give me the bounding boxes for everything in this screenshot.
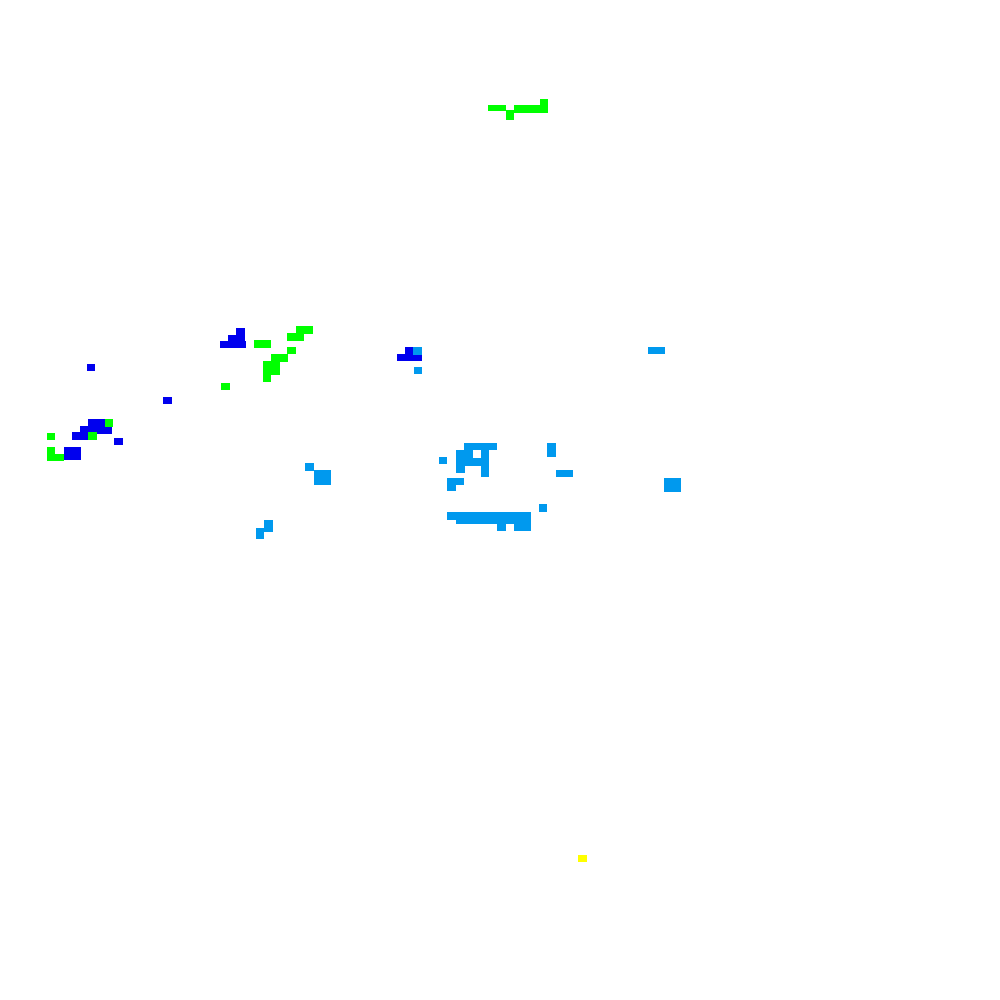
top-green-mark: [488, 99, 548, 120]
right-sky-mark-pixel: [664, 478, 681, 492]
center-sky-mark-pixel: [439, 457, 447, 464]
center-sky-mark: [305, 347, 573, 531]
left-green-mark-pixel: [47, 454, 64, 461]
upper-left-green-mark: [221, 326, 313, 390]
left-green-mark-pixel: [105, 419, 113, 427]
center-sky-mark-pixel: [414, 367, 422, 374]
left-green-mark: [47, 419, 113, 461]
lower-left-sky-mark-pixel: [256, 528, 264, 539]
bottom-yellow-mark: [578, 855, 587, 862]
center-sky-mark-pixel: [447, 512, 531, 520]
top-green-mark-pixel: [488, 105, 506, 111]
right-sky-mark-pixel: [648, 347, 665, 354]
center-sky-mark-pixel: [556, 470, 573, 477]
center-sky-mark-pixel: [456, 450, 473, 458]
upper-left-green-mark-pixel: [263, 375, 271, 382]
center-left-blue-mark-pixel: [114, 438, 123, 445]
left-blue-mark-pixel: [88, 419, 106, 428]
center-sky-mark-pixel: [481, 450, 489, 458]
center-sky-mark-pixel: [314, 470, 331, 485]
center-sky-mark-pixel: [447, 478, 464, 485]
upper-left-green-mark-pixel: [221, 383, 230, 390]
center-sky-mark-pixel: [464, 443, 497, 450]
left-blue-mark: [64, 419, 112, 460]
top-green-mark-pixel: [540, 99, 548, 107]
upper-left-green-mark-pixel: [287, 347, 296, 354]
left-blue-mark-pixel: [72, 432, 90, 440]
left-green-mark-pixel: [88, 432, 97, 440]
top-green-mark-pixel: [514, 105, 548, 113]
upper-left-green-mark-pixel: [254, 340, 271, 348]
left-green-mark-pixel: [47, 433, 55, 440]
upper-left-blue-mark-pixel: [220, 341, 246, 348]
center-sky-mark-pixel: [305, 463, 314, 471]
center-left-blue-mark-pixel: [397, 354, 422, 361]
center-left-blue-mark-pixel: [405, 347, 414, 355]
upper-left-green-mark-pixel: [296, 326, 313, 334]
center-sky-mark-pixel: [456, 465, 465, 473]
bottom-yellow-mark-pixel: [578, 855, 587, 862]
lower-left-sky-mark: [256, 520, 273, 539]
center-sky-mark-pixel: [481, 465, 489, 477]
center-left-blue-mark-pixel: [87, 364, 95, 371]
upper-left-green-mark-pixel: [287, 333, 304, 341]
left-green-mark-pixel: [47, 447, 55, 455]
center-sky-mark-pixel: [447, 484, 456, 491]
center-sky-mark-pixel: [514, 522, 531, 531]
upper-left-green-mark-pixel: [263, 361, 280, 369]
center-sky-mark-pixel: [497, 522, 506, 531]
upper-left-green-mark-pixel: [271, 354, 288, 362]
right-sky-mark: [648, 347, 681, 492]
center-sky-mark-pixel: [413, 347, 422, 355]
upper-left-blue-mark-pixel: [228, 335, 245, 342]
center-left-blue-mark-pixel: [163, 397, 172, 404]
top-green-mark-pixel: [506, 113, 514, 120]
left-blue-mark-pixel: [80, 426, 112, 434]
lower-left-sky-mark-pixel: [264, 520, 273, 532]
upper-left-blue-mark: [220, 328, 246, 348]
upper-left-green-mark-pixel: [263, 368, 280, 375]
center-sky-mark-pixel: [547, 443, 556, 457]
center-sky-mark-pixel: [456, 518, 531, 524]
upper-left-blue-mark-pixel: [236, 328, 245, 336]
center-left-blue-mark: [87, 347, 422, 445]
center-sky-mark-pixel: [539, 504, 547, 512]
center-sky-mark-pixel: [456, 458, 489, 466]
left-blue-mark-pixel: [64, 447, 81, 460]
